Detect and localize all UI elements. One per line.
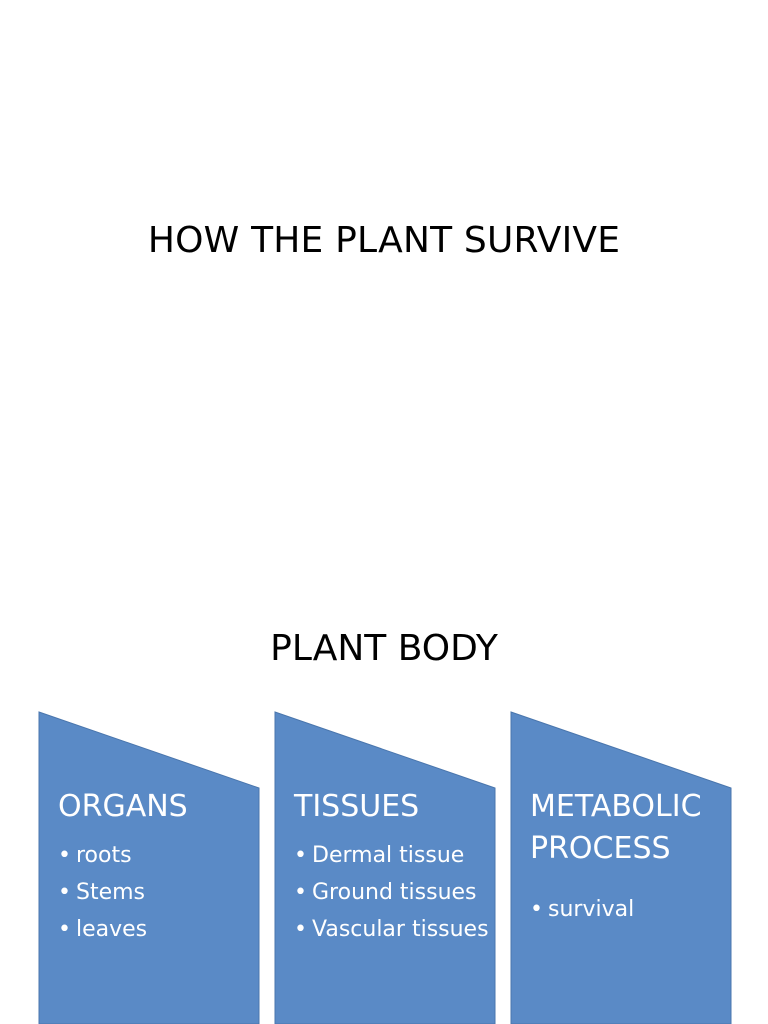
tissues-list: •Dermal tissue •Ground tissues •Vascular…: [294, 840, 489, 945]
organs-box: ORGANS •roots •Stems •leaves: [58, 786, 253, 951]
list-item-text: Ground tissues: [312, 880, 477, 905]
list-item: •survival: [530, 894, 725, 925]
organs-list: •roots •Stems •leaves: [58, 840, 253, 945]
metabolic-list: •survival: [530, 894, 725, 925]
list-item: •Dermal tissue: [294, 840, 489, 871]
tissues-box: TISSUES •Dermal tissue •Ground tissues •…: [294, 786, 489, 951]
list-item-text: Stems: [76, 880, 146, 905]
list-item-text: Dermal tissue: [312, 843, 465, 868]
list-item: •Stems: [58, 877, 253, 908]
bullet-icon: •: [58, 880, 71, 905]
list-item-text: leaves: [76, 917, 148, 942]
box-heading: TISSUES: [294, 789, 420, 824]
bullet-icon: •: [58, 917, 71, 942]
list-item: •roots: [58, 840, 253, 871]
list-item: •leaves: [58, 914, 253, 945]
list-item-text: survival: [548, 897, 635, 922]
bullet-icon: •: [58, 843, 71, 868]
list-item: •Vascular tissues: [294, 914, 489, 945]
slide-title: HOW THE PLANT SURVIVE: [147, 220, 621, 261]
bullet-icon: •: [294, 843, 307, 868]
bullet-icon: •: [530, 897, 543, 922]
box-heading: ORGANS: [58, 789, 188, 824]
box-heading-line2: PROCESS: [530, 831, 671, 866]
bullet-icon: •: [294, 880, 307, 905]
list-item-text: Vascular tissues: [312, 917, 489, 942]
section-title: PLANT BODY: [270, 628, 498, 669]
box-heading-line1: METABOLIC: [530, 789, 702, 824]
bullet-icon: •: [294, 917, 307, 942]
list-item-text: roots: [76, 843, 132, 868]
list-item: •Ground tissues: [294, 877, 489, 908]
metabolic-box: METABOLIC PROCESS •survival: [530, 786, 725, 931]
